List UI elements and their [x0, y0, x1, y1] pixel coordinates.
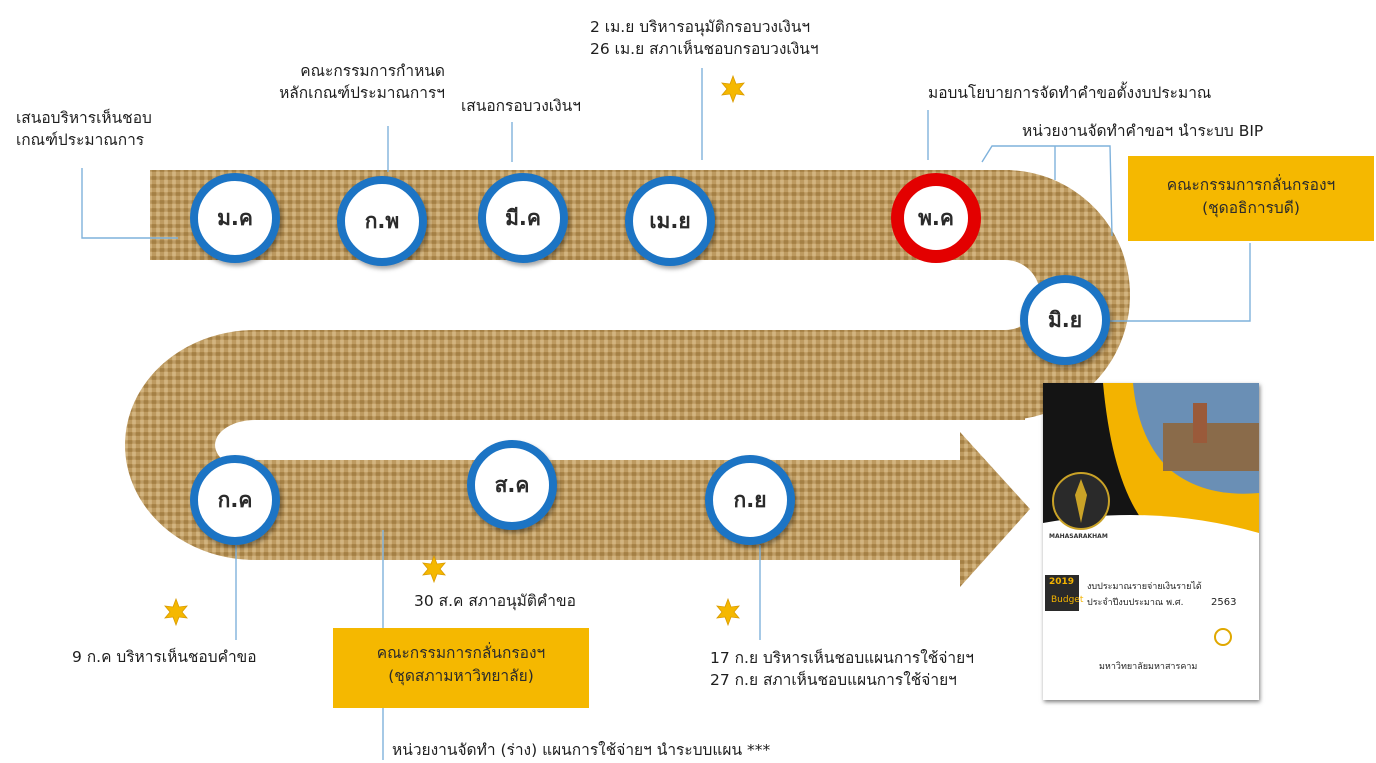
- cover-artwork: [1043, 383, 1259, 700]
- star-icon: [721, 74, 745, 104]
- cover-fiscal-year: 2563: [1211, 597, 1237, 608]
- cover-title-line1: งบประมาณรายจ่ายเงินรายได้: [1087, 582, 1202, 592]
- star-icon: [164, 597, 188, 627]
- label-jan: เสนอบริหารเห็นชอบ เกณฑ์ประมาณการ: [16, 109, 152, 149]
- star-icon: [716, 597, 740, 627]
- cover-badge-word: Budget: [1051, 595, 1084, 605]
- label-aug: 30 ส.ค สภาอนุมัติคำขอ: [414, 592, 576, 610]
- month-node-feb: ก.พ: [337, 176, 427, 266]
- label-apr: 2 เม.ย บริหารอนุมัติกรอบวงเงินฯ 26 เม.ย …: [590, 18, 819, 58]
- month-node-mar: มี.ค: [478, 173, 568, 263]
- label-may-policy: มอบนโยบายการจัดทำคำขอตั้งงบประมาณ: [928, 84, 1212, 102]
- month-node-jan: ม.ค: [190, 173, 280, 263]
- cover-year-badge: 2019: [1049, 577, 1075, 587]
- label-sep: 17 ก.ย บริหารเห็นชอบแผนการใช้จ่ายฯ 27 ก.…: [710, 649, 974, 689]
- month-node-jun: มิ.ย: [1020, 275, 1110, 365]
- road-bottom: [255, 460, 965, 560]
- month-node-may-highlighted: พ.ค: [891, 173, 981, 263]
- star-icon: [422, 554, 446, 584]
- label-feb: คณะกรรมการกำหนด หลักเกณฑ์ประมาณการฯ: [279, 62, 445, 102]
- budget-book-cover: 2019 Budget MAHASARAKHAM งบประมาณรายจ่าย…: [1043, 383, 1259, 700]
- label-bottom-note: หน่วยงานจัดทำ (ร่าง) แผนการใช้จ่ายฯ นำระ…: [392, 741, 771, 759]
- cover-university-th: มหาวิทยาลัยมหาสารคาม: [1099, 662, 1198, 672]
- month-node-aug: ส.ค: [467, 440, 557, 530]
- month-node-apr: เม.ย: [625, 176, 715, 266]
- cover-title-line2: ประจำปีงบประมาณ พ.ศ.: [1087, 598, 1184, 608]
- box-council-committee: คณะกรรมการกลั่นกรองฯ (ชุดสภามหาวิทยาลัย): [333, 628, 589, 708]
- label-mar: เสนอกรอบวงเงินฯ: [461, 97, 581, 115]
- road-arrowhead: [960, 432, 1030, 587]
- label-may-units: หน่วยงานจัดทำคำขอฯ นำระบบ BIP: [1022, 122, 1264, 140]
- road-middle: [255, 330, 1025, 420]
- road-top: [150, 170, 1010, 260]
- box-executive-committee: คณะกรรมการกลั่นกรองฯ (ชุดอธิการบดี): [1128, 156, 1374, 241]
- label-jul: 9 ก.ค บริหารเห็นชอบคำขอ: [72, 648, 257, 666]
- month-node-jul: ก.ค: [190, 455, 280, 545]
- month-node-sep: ก.ย: [705, 455, 795, 545]
- cover-university-en: MAHASARAKHAM: [1049, 533, 1108, 540]
